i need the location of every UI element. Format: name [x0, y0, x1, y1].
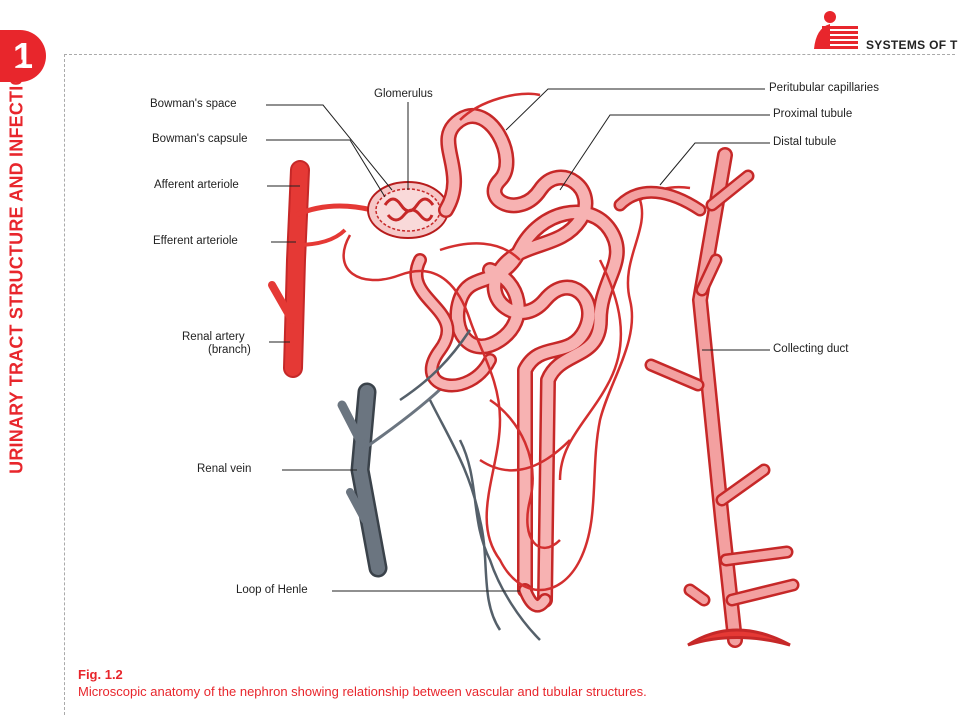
collecting-duct: [613, 147, 800, 648]
chapter-number-badge: 1: [0, 30, 46, 82]
peritubular-capillaries: [342, 92, 691, 592]
leader-lines: [266, 88, 770, 592]
label-efferent-arteriole: Efferent arteriole: [153, 235, 238, 247]
label-collecting-duct: Collecting duct: [773, 343, 849, 355]
publisher-logo: [814, 11, 858, 49]
label-renal-vein: Renal vein: [197, 463, 252, 475]
label-peritubular-capillaries: Peritubular capillaries: [769, 82, 879, 94]
figure-number: Fig. 1.2: [78, 667, 123, 682]
label-renal-artery: Renal artery: [182, 331, 245, 343]
vein-capillaries: [399, 329, 541, 641]
header-title: SYSTEMS OF T: [866, 38, 958, 52]
label-bowmans-capsule: Bowman's capsule: [152, 133, 248, 145]
label-glomerulus: Glomerulus: [374, 88, 433, 100]
figure-description: Microscopic anatomy of the nephron showi…: [78, 684, 647, 699]
label-afferent-arteriole: Afferent arteriole: [154, 179, 239, 191]
glomerulus: [367, 181, 449, 239]
figure-caption: Fig. 1.2 Microscopic anatomy of the neph…: [78, 666, 647, 700]
label-proximal-tubule: Proximal tubule: [773, 108, 853, 120]
proximal-tubule: [409, 108, 625, 613]
label-renal-artery-branch: (branch): [208, 344, 251, 356]
renal-artery: [268, 160, 373, 378]
label-distal-tubule: Distal tubule: [773, 136, 837, 148]
page-frame: [64, 54, 955, 715]
label-bowmans-space: Bowman's space: [150, 98, 237, 110]
label-loop-of-henle: Loop of Henle: [236, 584, 308, 596]
